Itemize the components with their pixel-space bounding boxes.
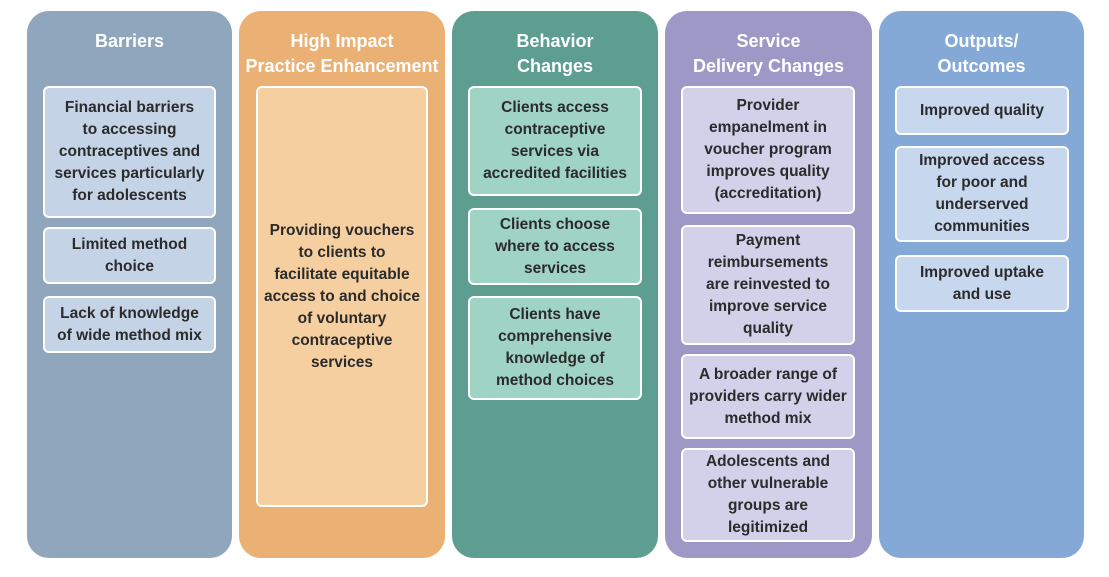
service-box-reimbursements: Payment reimbursements are reinvested to… xyxy=(681,225,855,345)
behavior-box-access: Clients access contraceptive services vi… xyxy=(468,86,642,196)
hip-box-vouchers: Providing vouchers to clients to facilit… xyxy=(256,86,428,507)
outputs-outcomes-title: Outputs/ Outcomes xyxy=(937,31,1026,76)
barrier-box-knowledge: Lack of knowledge of wide method mix xyxy=(43,296,216,353)
behavior-changes-title: Behavior Changes xyxy=(516,31,594,76)
outcome-box-access: Improved access for poor and underserved… xyxy=(895,146,1069,242)
outcome-box-uptake: Improved uptake and use xyxy=(895,255,1069,312)
outputs-outcomes-column: Outputs/ Outcomes Improved quality Impro… xyxy=(879,11,1084,558)
barriers-column: Barriers Financial barriers to accessing… xyxy=(27,11,232,558)
behavior-box-choose: Clients choose where to access services xyxy=(468,208,642,285)
hip-enhancement-column: High Impact Practice Enhancement Providi… xyxy=(239,11,445,558)
outcome-box-quality: Improved quality xyxy=(895,86,1069,135)
behavior-changes-column: Behavior Changes Clients access contrace… xyxy=(452,11,658,558)
service-delivery-column: Service Delivery Changes Provider empane… xyxy=(665,11,872,558)
service-box-providers: A broader range of providers carry wider… xyxy=(681,354,855,439)
hip-enhancement-title: High Impact Practice Enhancement xyxy=(245,31,439,76)
barrier-box-financial: Financial barriers to accessing contrace… xyxy=(43,86,216,218)
service-box-empanelment: Provider empanelment in voucher program … xyxy=(681,86,855,214)
barriers-title: Barriers xyxy=(94,31,165,51)
behavior-box-knowledge: Clients have comprehensive knowledge of … xyxy=(468,296,642,400)
barrier-box-method-choice: Limited method choice xyxy=(43,227,216,284)
service-delivery-title: Service Delivery Changes xyxy=(692,31,845,76)
service-box-adolescents: Adolescents and other vulnerable groups … xyxy=(681,448,855,542)
